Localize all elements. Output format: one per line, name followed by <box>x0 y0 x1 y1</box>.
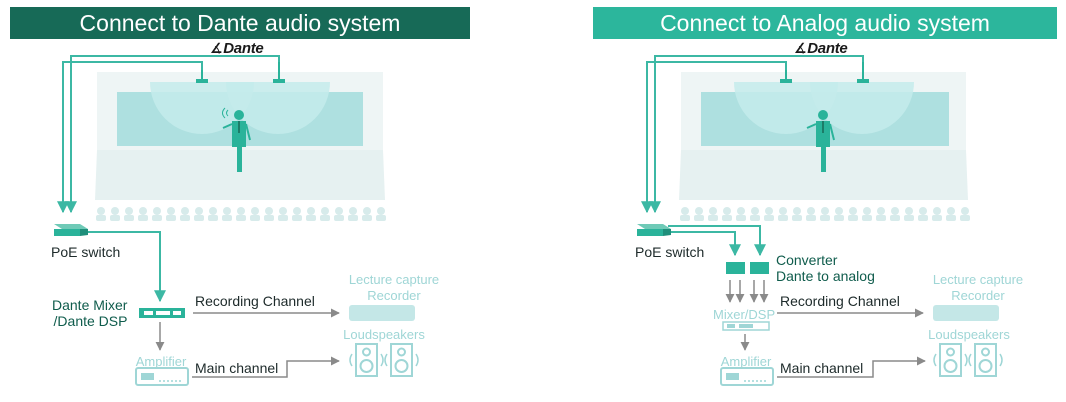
panel-title-bar: Connect to Analog audio system <box>593 7 1057 39</box>
loudspeaker-icon <box>933 343 968 377</box>
audience-row <box>96 207 386 221</box>
mixer-dsp-icon <box>722 321 770 331</box>
poe-switch-icon <box>637 224 671 236</box>
ceiling-mic-icon <box>780 79 792 83</box>
loudspeaker-icon <box>349 343 384 377</box>
presenter-icon <box>222 107 251 172</box>
converter-icon <box>750 262 769 274</box>
lecture-capture-recorder-icon <box>349 305 415 321</box>
mixer-dsp-label: Mixer/DSP <box>713 307 776 322</box>
main-channel-label: Main channel <box>195 360 279 376</box>
poe-switch-label: PoE switch <box>51 244 121 260</box>
analog-system-panel: Connect to Analog audio system <box>533 0 1066 402</box>
amplifier-icon <box>720 367 774 386</box>
network-cables <box>641 55 864 257</box>
dante-logo-icon: ∡ <box>794 40 807 56</box>
panel-title: Connect to Dante audio system <box>79 10 401 36</box>
converter-icon <box>726 262 745 274</box>
audience-row <box>680 207 970 221</box>
main-channel-line <box>192 356 340 378</box>
main-channel-label: Main channel <box>780 360 864 376</box>
panel-title-bar: Connect to Dante audio system <box>10 7 470 39</box>
loudspeaker-icon <box>384 343 419 377</box>
mic-pickup-beam <box>810 82 914 134</box>
poe-switch-icon <box>54 224 88 236</box>
mic-pickup-beam <box>226 82 330 134</box>
dante-logo: ∡Dante <box>210 40 264 57</box>
loudspeakers-label: Loudspeakers <box>343 327 425 342</box>
presenter-icon <box>806 110 835 172</box>
classroom-illustration <box>95 62 386 221</box>
dante-mixer-icon <box>139 308 185 318</box>
analog-audio-lines <box>725 280 769 303</box>
panel-title: Connect to Analog audio system <box>660 10 990 36</box>
loudspeaker-icon <box>968 343 1003 377</box>
ceiling-mic-icon <box>273 79 285 83</box>
ceiling-mic-icon <box>196 79 208 83</box>
poe-switch-label: PoE switch <box>635 244 705 260</box>
loudspeakers-label: Loudspeakers <box>928 327 1010 342</box>
amplifier-label: Amplifier <box>720 354 772 369</box>
classroom-illustration <box>679 62 970 221</box>
dante-logo-text: Dante <box>223 40 264 57</box>
network-cables <box>57 55 280 303</box>
analog-system-drawing <box>637 55 1003 386</box>
recording-channel-label: Recording Channel <box>780 293 900 309</box>
lecture-capture-recorder-icon <box>933 305 999 321</box>
main-channel-line <box>777 356 926 378</box>
converter-label: Converter Dante to analog <box>776 252 875 284</box>
lecture-capture-label: Lecture capture Recorder <box>348 272 440 303</box>
amplifier-label: Amplifier <box>135 354 187 369</box>
ceiling-mic-icon <box>857 79 869 83</box>
dante-logo-icon: ∡ <box>210 40 223 56</box>
dante-mixer-label: Dante Mixer /Dante DSP <box>52 297 128 329</box>
recording-channel-label: Recording Channel <box>195 293 315 309</box>
dante-logo-text: Dante <box>807 40 848 57</box>
lecture-capture-label: Lecture capture Recorder <box>932 272 1024 303</box>
dante-system-drawing <box>54 55 419 386</box>
dante-system-panel: Connect to Dante audio system <box>10 7 470 386</box>
amplifier-icon <box>135 367 189 386</box>
dante-logo: ∡Dante <box>794 40 848 57</box>
